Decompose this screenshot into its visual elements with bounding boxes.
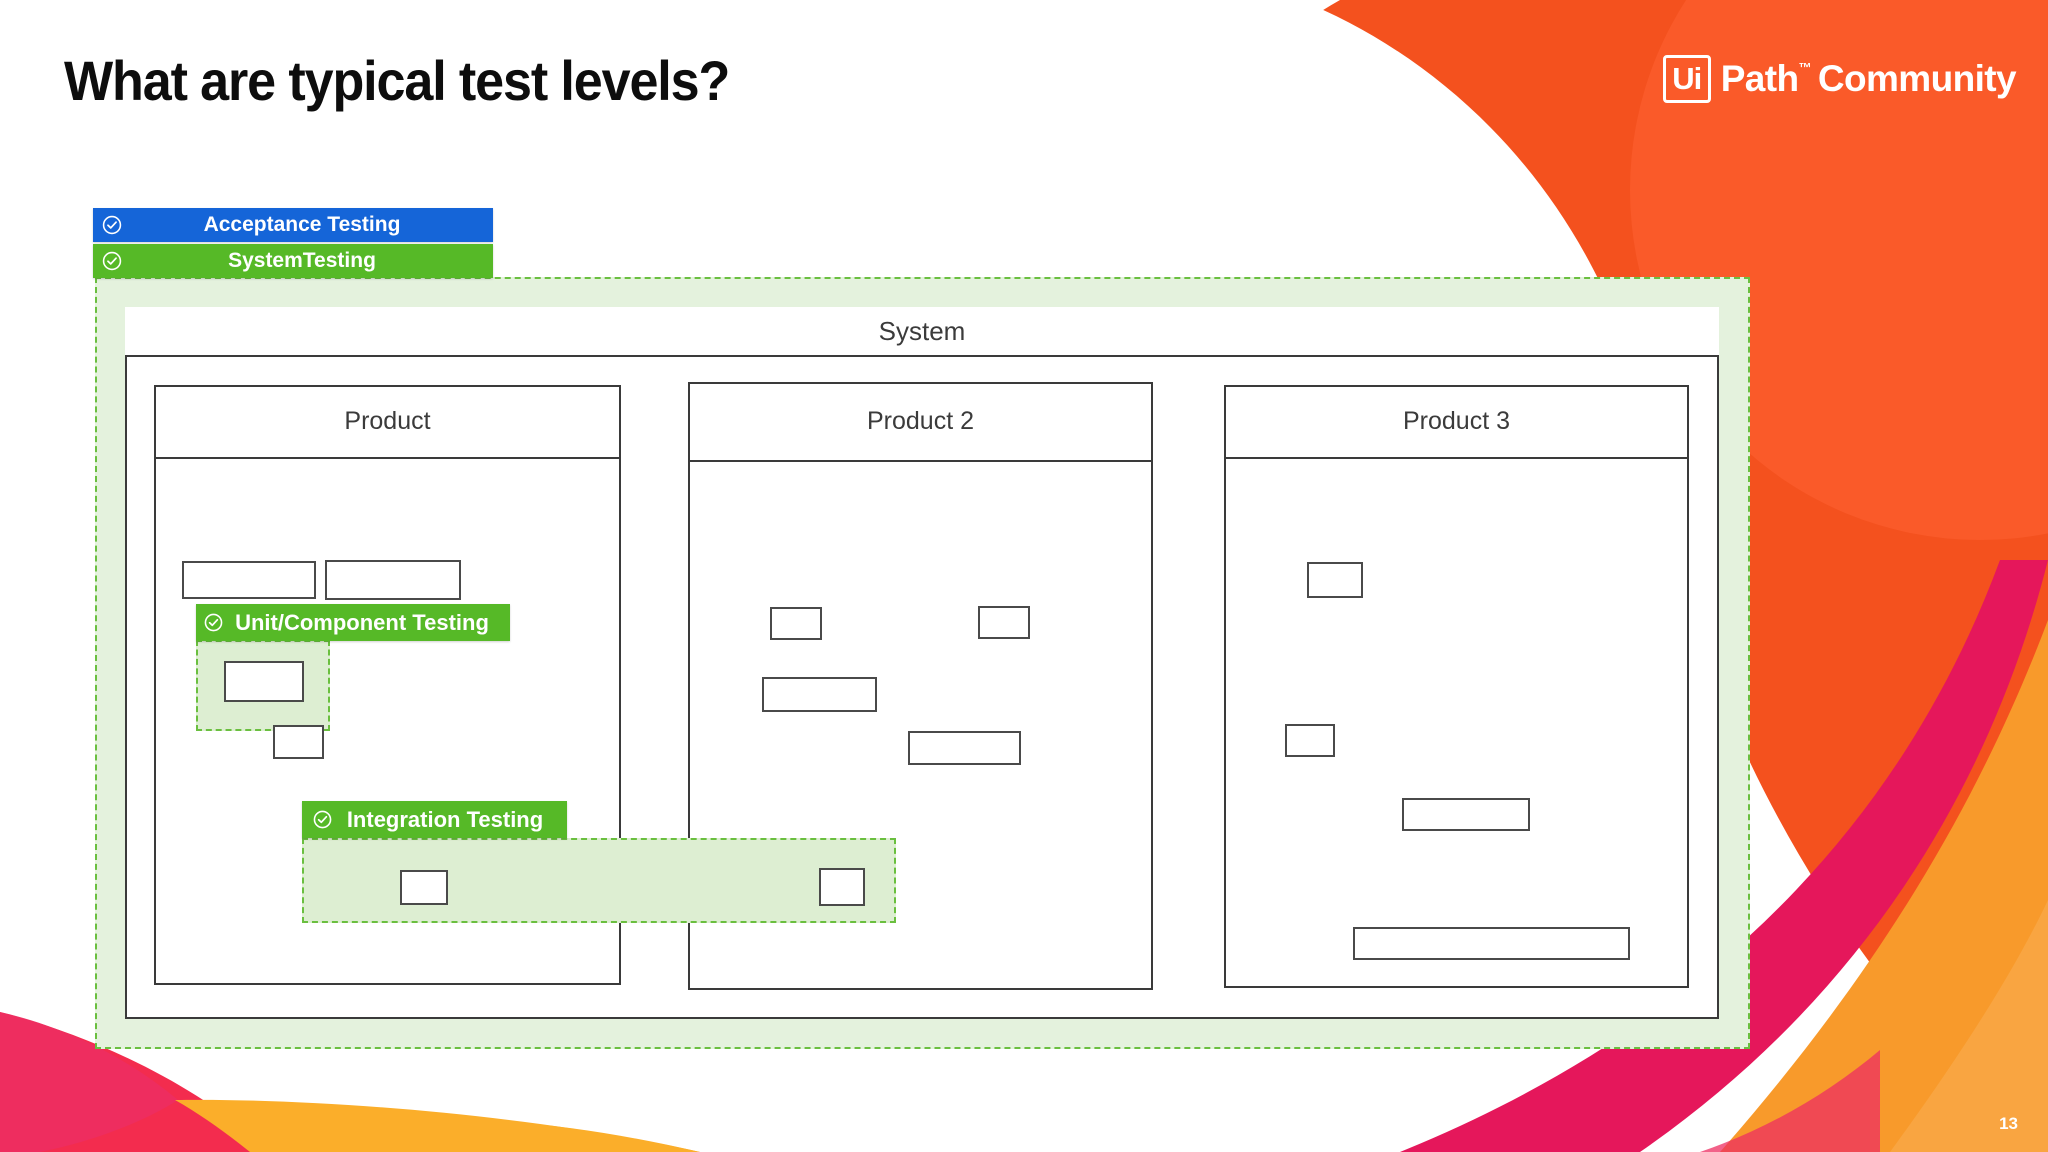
component-box: [819, 868, 865, 906]
badge-acceptance-label: Acceptance Testing: [203, 213, 401, 236]
uipath-community-logo: Ui Path ™ Community: [1662, 55, 2017, 103]
uipath-logo-mark: Ui: [1662, 55, 1711, 103]
badge-acceptance-testing[interactable]: Acceptance Testing: [93, 208, 493, 242]
check-circle-icon: [101, 214, 123, 236]
component-box: [224, 661, 304, 702]
badge-unit-label: Unit/Component Testing: [235, 609, 489, 635]
badge-integration-label: Integration Testing: [346, 806, 544, 832]
badge-integration-testing[interactable]: Integration Testing: [302, 801, 567, 838]
logo-word-path: Path: [1720, 58, 1799, 99]
page-number: 13: [1999, 1114, 2018, 1133]
product-3-header: Product 3: [1224, 385, 1689, 459]
component-box: [770, 607, 822, 640]
system-box-header: System: [125, 307, 1719, 357]
check-circle-icon: [312, 809, 333, 830]
badge-system-testing[interactable]: SystemTesting: [93, 244, 493, 278]
component-box: [762, 677, 877, 712]
uipath-logo-wordmark: Path ™ Community: [1720, 58, 2017, 100]
bottom-left-pink-shape: [0, 1012, 178, 1152]
component-box: [1307, 562, 1363, 598]
component-box: [978, 606, 1030, 639]
component-box: [1353, 927, 1630, 960]
check-circle-icon: [101, 250, 123, 272]
badge-system-label: SystemTesting: [228, 249, 376, 272]
logo-word-community: Community: [1817, 58, 2017, 99]
product-1-label: Product: [344, 406, 431, 435]
component-box: [1402, 798, 1530, 831]
check-circle-icon: [203, 612, 224, 633]
component-box: [400, 870, 448, 905]
product-3-box: [1224, 385, 1689, 988]
page-title: What are typical test levels?: [64, 49, 730, 112]
component-box: [908, 731, 1021, 765]
product-2-header: Product 2: [688, 382, 1153, 462]
bottom-right-pink-shape: [1700, 1050, 1880, 1152]
bottom-right-orange-light-shape: [1890, 900, 2048, 1152]
component-box: [325, 560, 461, 600]
badge-unit-component-testing[interactable]: Unit/Component Testing: [196, 604, 510, 641]
product-3-label: Product 3: [1402, 406, 1510, 435]
component-box: [182, 561, 316, 599]
component-box: [1285, 724, 1335, 757]
trademark-symbol: ™: [1798, 60, 1811, 75]
component-box: [273, 725, 324, 759]
system-label: System: [878, 315, 966, 346]
integration-testing-region: [302, 838, 896, 923]
product-1-header: Product: [154, 385, 621, 459]
bottom-right-orange-shape: [1720, 620, 2048, 1152]
product-2-label: Product 2: [866, 406, 974, 435]
bottom-left-amber-shape-2: [175, 1099, 700, 1152]
